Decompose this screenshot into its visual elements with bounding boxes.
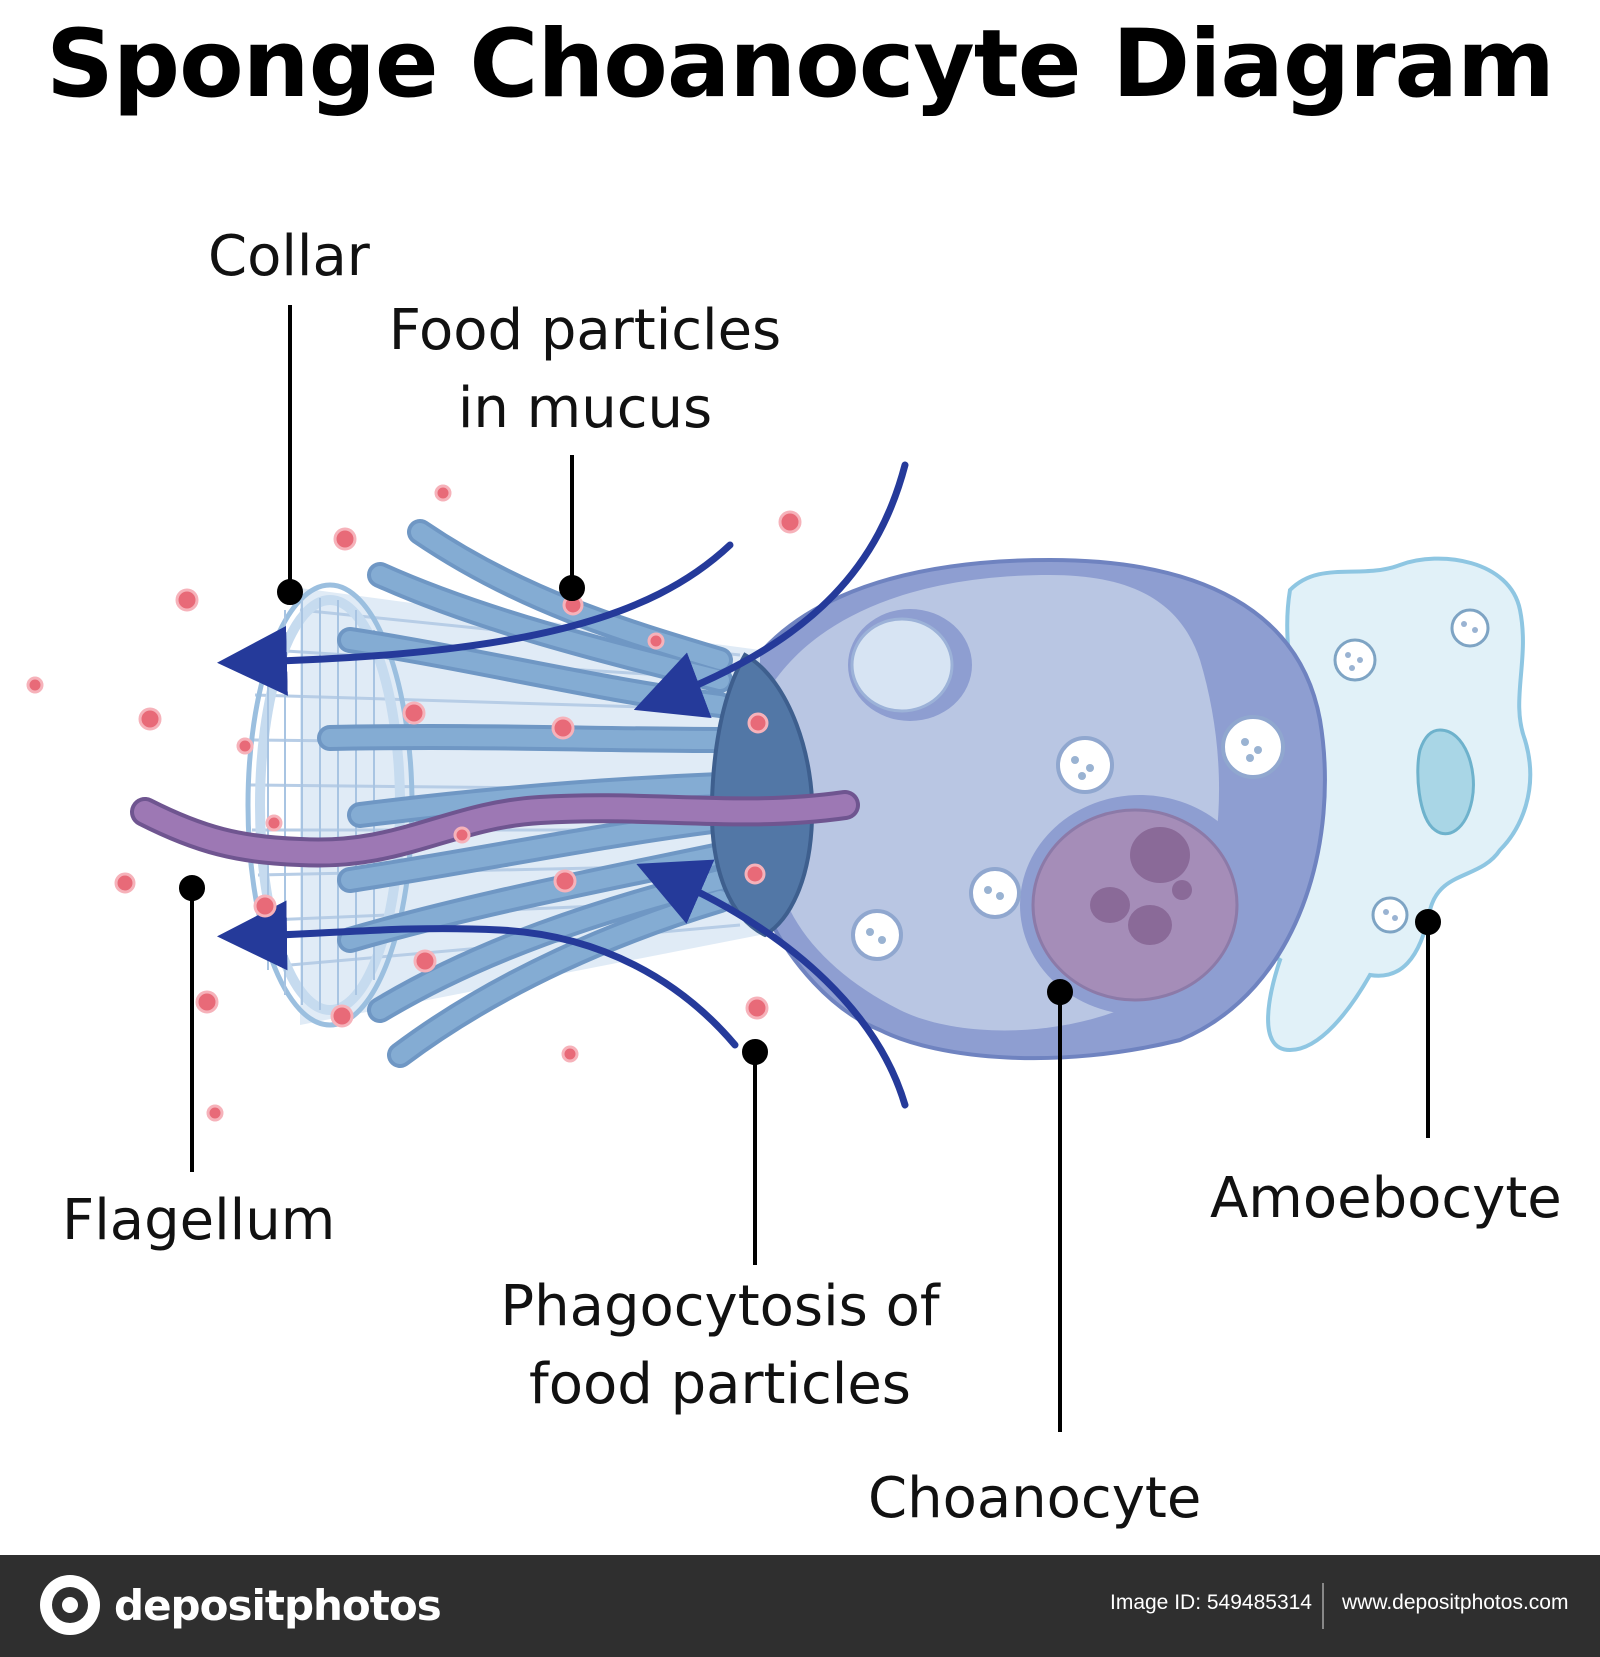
food-particles-leader-line (559, 455, 585, 601)
phagocytosis-leader-line (742, 1039, 768, 1265)
vesicle (851, 909, 903, 961)
food-particle (114, 872, 136, 894)
food-particle (453, 826, 471, 844)
food-particle (778, 510, 802, 534)
food-particle (206, 1104, 224, 1122)
vesicle (1221, 715, 1285, 779)
water-flow-arrows (217, 461, 909, 1109)
label-choanocyte: Choanocyte (868, 1466, 1202, 1531)
choanocyte-illustration (26, 305, 1533, 1432)
label-collar: Collar (208, 224, 370, 289)
image-id: Image ID: 549485314 (1110, 1591, 1312, 1614)
food-particle (744, 863, 766, 885)
label-phagocytosis-line2: food particles (529, 1352, 911, 1417)
vesicle (1056, 736, 1114, 794)
food-particle (413, 949, 437, 973)
food-particle (175, 588, 199, 612)
inflow-arrow-bottom (636, 859, 909, 1109)
footer-divider (1322, 1583, 1324, 1629)
food-particle (745, 996, 769, 1020)
flagellum-leader-line (179, 875, 205, 1172)
label-phagocytosis-line1: Phagocytosis of (500, 1274, 940, 1339)
brand-name: depositphotos (114, 1580, 442, 1630)
food-particle (330, 1004, 354, 1028)
label-food-particles-line2: in mucus (457, 376, 713, 441)
food-particle (402, 701, 426, 725)
label-food-particles-line1: Food particles (388, 298, 782, 363)
outflow-arrow-top (217, 541, 734, 696)
food-particle (236, 737, 254, 755)
site-url: www.depositphotos.com (1342, 1591, 1569, 1614)
food-particle (138, 707, 162, 731)
camera-logo-icon (40, 1575, 100, 1635)
food-vacuole (848, 609, 972, 721)
food-particle (26, 676, 44, 694)
food-particle (333, 527, 357, 551)
food-particle (747, 712, 769, 734)
food-particle (551, 716, 575, 740)
label-amoebocyte: Amoebocyte (1210, 1166, 1562, 1231)
collar-leader-line (277, 305, 303, 605)
stock-footer-bar: depositphotos Image ID: 549485314 www.de… (0, 1555, 1600, 1657)
food-particle (253, 894, 277, 918)
amoebocyte-vesicle (1450, 608, 1490, 648)
choanocyte-leader-line (1047, 979, 1073, 1432)
amoebocyte-vesicle (1333, 638, 1377, 682)
label-phagocytosis: Phagocytosis of food particles (480, 1268, 960, 1424)
food-particles (26, 484, 802, 1122)
nucleus (1020, 795, 1260, 1015)
food-particle (553, 869, 577, 893)
inflow-arrow-top (633, 461, 909, 719)
vesicle (969, 867, 1021, 919)
food-particle (195, 990, 219, 1014)
diagram-title: Sponge Choanocyte Diagram (46, 10, 1555, 119)
label-food-particles: Food particles in mucus (370, 292, 800, 448)
food-particle (647, 632, 665, 650)
amoebocyte-leader-line (1415, 909, 1441, 1138)
food-particle (265, 814, 283, 832)
amoebocyte-vesicle (1371, 896, 1409, 934)
choanocyte-cell-body (718, 557, 1327, 1061)
label-flagellum: Flagellum (62, 1188, 336, 1253)
food-particle (561, 1045, 579, 1063)
food-particle (434, 484, 452, 502)
brand: depositphotos (40, 1575, 442, 1635)
outflow-arrow-bottom (217, 900, 739, 1049)
